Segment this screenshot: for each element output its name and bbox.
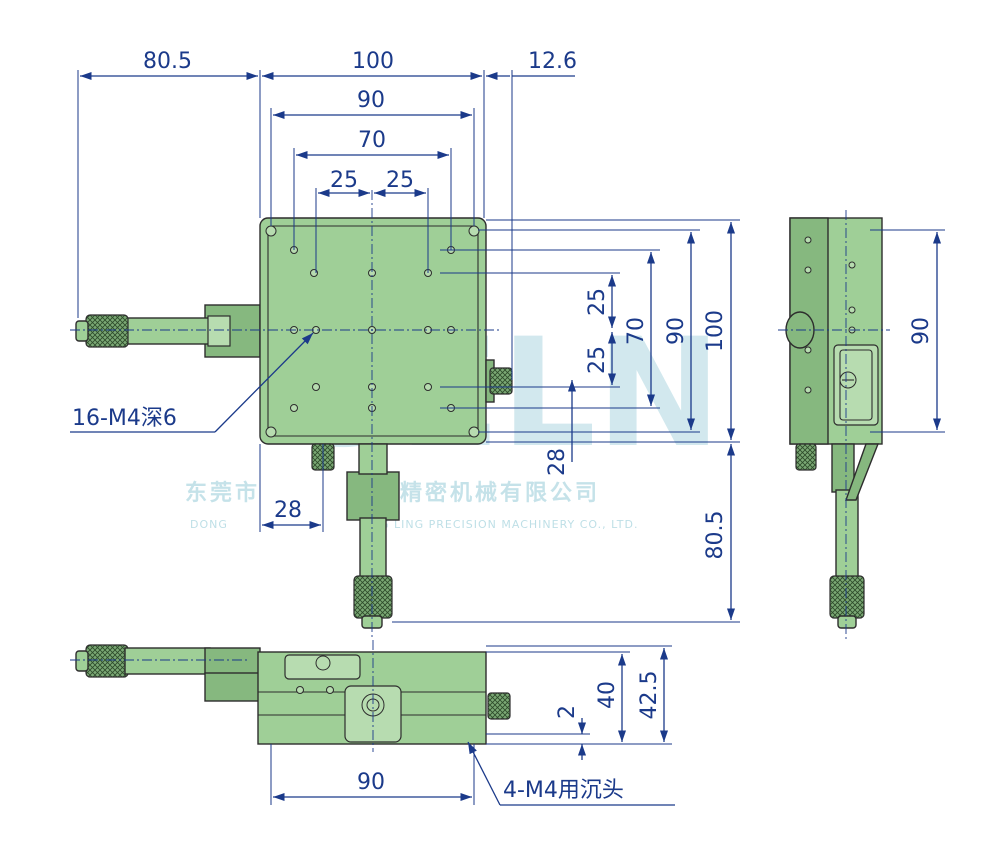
top-view [70, 190, 513, 640]
dim-80-5-vertical-label: 80.5 [703, 511, 728, 560]
dim-12-6-label: 12.6 [528, 49, 577, 74]
dim-25-left-label: 25 [330, 168, 358, 193]
micrometer2-sleeve [359, 517, 387, 581]
front-micrometer-sleeve [124, 647, 211, 675]
side-view: 90 [778, 210, 945, 640]
dim-2-label: 2 [555, 705, 580, 719]
dim-100-label: 100 [352, 49, 394, 74]
front-lock-knob [487, 692, 511, 720]
top-dimensions: 80.5 100 12.6 90 70 25 25 [77, 49, 577, 380]
micrometer-nut [207, 315, 231, 347]
side-slot-plate [833, 344, 879, 426]
micrometer2-neck [358, 443, 388, 475]
dim-40-label: 40 [595, 681, 620, 709]
corner-holes [265, 225, 480, 438]
side-micrometer-sleeve [835, 489, 859, 581]
front-micrometer-thimble [85, 644, 129, 678]
dim-right-70-label: 70 [624, 317, 649, 345]
micrometer-ratchet [75, 320, 89, 342]
watermark-company-cn: 东莞市 [185, 480, 260, 506]
dim-right-100-label: 100 [703, 310, 728, 352]
dim-front-90-label: 90 [357, 770, 385, 795]
bottom-28-dimension: 28 [259, 444, 324, 532]
watermark-company-en: DONG [190, 518, 228, 531]
dim-right-25-bottom-label: 25 [585, 346, 610, 374]
side-lock-knob [795, 443, 817, 471]
side-arm [845, 443, 880, 501]
micrometer2-thimble-knurl [353, 575, 393, 619]
dim-right-25-top-label: 25 [585, 288, 610, 316]
side-micrometer-thimble [829, 575, 865, 619]
dim-right-28-label: 28 [545, 448, 570, 476]
dim-90-label: 90 [357, 88, 385, 113]
front-view: 42.5 40 2 90 4-M4用沉头 [70, 640, 675, 806]
micrometer2-clamp [346, 471, 400, 521]
micrometer-thimble-knurl [85, 314, 129, 348]
right-dimensions: 100 90 70 25 25 28 80.5 [392, 219, 740, 623]
dim-42-5-label: 42.5 [637, 671, 662, 720]
dim-80-5-label: 80.5 [143, 49, 192, 74]
micrometer-sleeve [124, 317, 211, 345]
callout-tapped-holes-label: 16-M4深6 [72, 406, 177, 431]
watermark-company-en-2: G LING PRECISION MACHINERY CO., LTD. [380, 518, 638, 531]
watermark-company-cn-2: 菱精密机械有限公司 [375, 480, 600, 506]
dim-side-90-label: 90 [909, 317, 934, 345]
dim-right-90-label: 90 [664, 317, 689, 345]
callout-tapped-holes: 16-M4深6 [70, 332, 314, 433]
tapped-holes [290, 246, 455, 412]
callout-mount-holes-label: 4-M4用沉头 [503, 778, 624, 803]
dim-25-right-label: 25 [386, 168, 414, 193]
stage-table-inner [267, 225, 479, 437]
dim-28-bottom-label: 28 [274, 498, 302, 523]
lock-knob-knurl [489, 367, 513, 395]
dim-70-label: 70 [358, 128, 386, 153]
